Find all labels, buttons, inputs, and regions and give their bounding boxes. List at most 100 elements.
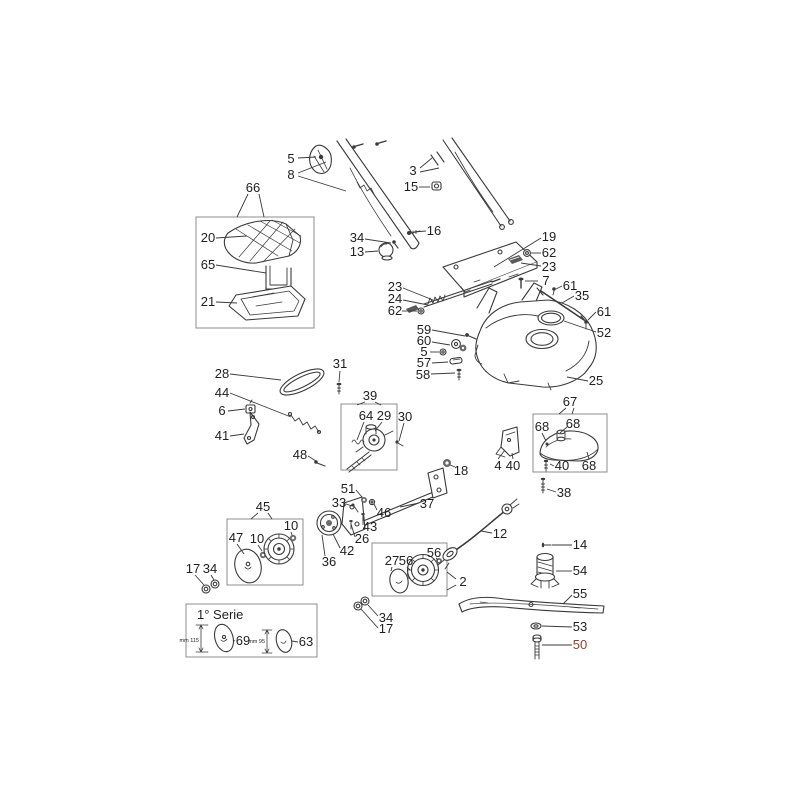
part-label-16: 16 bbox=[427, 223, 441, 238]
leader-line bbox=[345, 503, 353, 507]
part-nuts-17-34-left bbox=[201, 579, 220, 594]
dimension-text-69: mm 115 bbox=[180, 638, 199, 644]
leader-line bbox=[194, 574, 205, 586]
part-screw-58 bbox=[456, 368, 462, 381]
part-lever-41 bbox=[243, 411, 260, 445]
leader-line bbox=[356, 401, 366, 406]
part-label-2: 2 bbox=[459, 574, 466, 589]
leader-line bbox=[562, 594, 573, 605]
part-label-59: 59 bbox=[417, 322, 431, 337]
group-box-45 bbox=[226, 518, 304, 586]
part-label-52: 52 bbox=[597, 325, 611, 340]
leader-line bbox=[356, 421, 365, 441]
leader-line bbox=[511, 452, 514, 460]
part-label-10: 10 bbox=[250, 531, 264, 546]
part-label-34: 34 bbox=[379, 610, 393, 625]
leader-line bbox=[332, 533, 341, 549]
part-label-56: 56 bbox=[427, 545, 441, 560]
part-label-5: 5 bbox=[287, 151, 294, 166]
part-handle-screws bbox=[352, 140, 387, 149]
part-label-24: 24 bbox=[388, 291, 402, 306]
leader-line bbox=[374, 421, 383, 432]
part-label-57: 57 bbox=[417, 355, 431, 370]
group-box-66 bbox=[195, 216, 315, 329]
group-box-67 bbox=[532, 413, 608, 473]
part-bracket-65 bbox=[265, 265, 292, 290]
part-label-33: 33 bbox=[332, 495, 346, 510]
part-label-42: 42 bbox=[340, 543, 354, 558]
part-label-51: 51 bbox=[341, 481, 355, 496]
part-label-66: 66 bbox=[246, 180, 260, 195]
part-wheel-cover-67 bbox=[539, 429, 599, 472]
leader-line bbox=[520, 262, 542, 267]
part-label-61: 61 bbox=[563, 278, 577, 293]
part-blade-hub-54 bbox=[530, 552, 560, 589]
part-label-48: 48 bbox=[293, 447, 307, 462]
part-bearing-60 bbox=[451, 339, 467, 352]
part-label-64: 64 bbox=[359, 408, 373, 423]
part-hardware-cluster-51-33-46-43-26 bbox=[349, 497, 376, 530]
part-pin-14 bbox=[541, 542, 552, 548]
part-label-8: 8 bbox=[287, 167, 294, 182]
part-label-41: 41 bbox=[215, 428, 229, 443]
leader-line bbox=[373, 503, 378, 511]
part-label-68: 68 bbox=[535, 419, 549, 434]
leader-line bbox=[229, 392, 292, 418]
leader-line bbox=[236, 193, 249, 218]
part-label-54: 54 bbox=[573, 563, 587, 578]
leader-line bbox=[541, 625, 573, 628]
part-washer-53 bbox=[530, 622, 542, 630]
part-disc-69 bbox=[195, 623, 235, 653]
leader-line bbox=[267, 512, 273, 520]
part-label-17: 17 bbox=[186, 561, 200, 576]
part-left-handlebar bbox=[309, 138, 420, 250]
part-label-68: 68 bbox=[582, 458, 596, 473]
leader-line bbox=[586, 451, 590, 460]
part-label-34: 34 bbox=[350, 230, 364, 245]
leader-line bbox=[559, 426, 568, 434]
leader-line bbox=[449, 464, 456, 468]
leader-line bbox=[258, 193, 265, 218]
part-label-37: 37 bbox=[420, 496, 434, 511]
part-label-35: 35 bbox=[575, 288, 589, 303]
leader-line bbox=[435, 557, 439, 561]
leader-line bbox=[338, 370, 341, 383]
part-label-23: 23 bbox=[542, 259, 556, 274]
leader-line bbox=[350, 523, 356, 538]
leader-line bbox=[497, 449, 506, 460]
part-engine-cover-20 bbox=[223, 219, 302, 264]
part-label-56: 56 bbox=[399, 553, 413, 568]
part-label-23: 23 bbox=[388, 279, 402, 294]
leader-line bbox=[297, 175, 347, 192]
part-label-20: 20 bbox=[201, 230, 215, 245]
leader-line bbox=[566, 376, 589, 382]
leader-line bbox=[561, 295, 575, 304]
leader-line bbox=[493, 237, 542, 268]
part-label-28: 28 bbox=[215, 366, 229, 381]
leader-line bbox=[297, 156, 317, 159]
part-pulley-42 bbox=[316, 510, 342, 536]
part-label-61: 61 bbox=[597, 304, 611, 319]
part-axle-37 bbox=[341, 459, 451, 536]
part-label-39: 39 bbox=[363, 388, 377, 403]
parts-layer bbox=[195, 137, 605, 660]
part-label-13: 13 bbox=[350, 244, 364, 259]
part-screw-38 bbox=[540, 477, 546, 494]
leader-line bbox=[390, 566, 393, 572]
group-box-2 bbox=[371, 542, 448, 597]
leader-line bbox=[215, 301, 238, 304]
part-label-40: 40 bbox=[506, 458, 520, 473]
part-screw-34-top bbox=[392, 240, 399, 249]
series-box-title: 1° Serie bbox=[197, 607, 243, 622]
leader-line bbox=[291, 640, 299, 643]
leader-line bbox=[541, 432, 547, 442]
part-label-5: 5 bbox=[420, 344, 427, 359]
part-clip-23-right bbox=[508, 255, 523, 264]
part-label-53: 53 bbox=[573, 619, 587, 634]
leader-line bbox=[355, 489, 363, 498]
part-label-18: 18 bbox=[454, 463, 468, 478]
part-cable-12 bbox=[437, 498, 520, 570]
leader-line bbox=[563, 320, 597, 333]
